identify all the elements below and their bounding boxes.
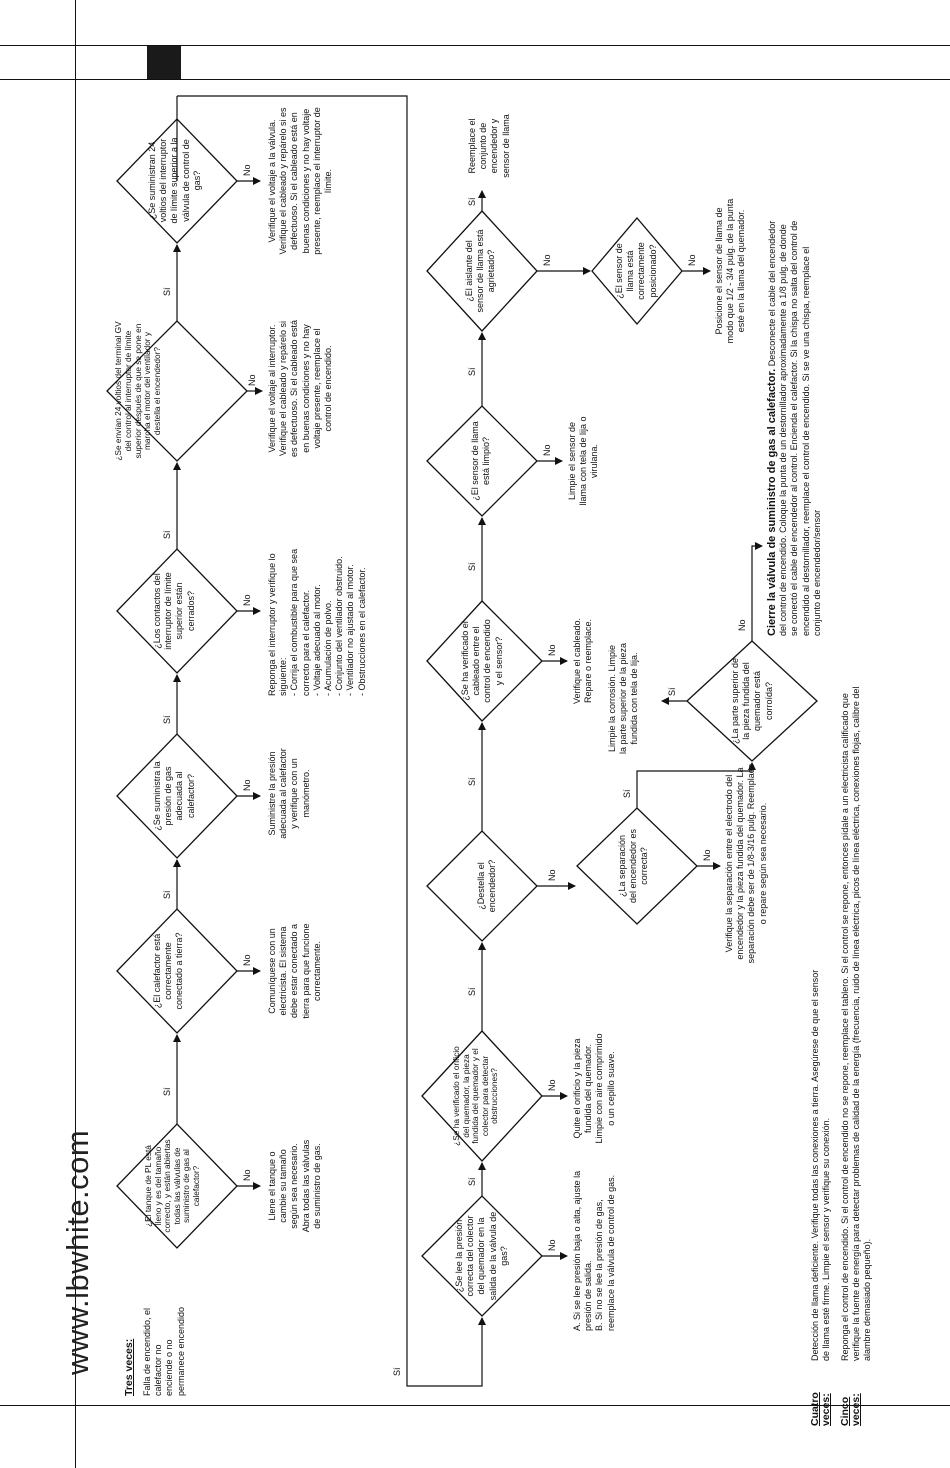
yes-label: Sí	[467, 367, 477, 376]
action-r1-5: Verifique el voltaje al interruptor. Ver…	[267, 319, 334, 458]
website-url: www.lbwhite.com	[60, 1129, 95, 1375]
action-r1-4: Reponga el interruptor y verifique lo si…	[267, 548, 367, 696]
diamond-corrosion	[686, 640, 818, 762]
yes-label: Sí	[162, 287, 172, 296]
no-label: No	[247, 374, 257, 386]
sensor-position-question: ¿El sensor de llama está correctamente p…	[614, 242, 658, 300]
sensor-position-action: Posicione el sensor de llama de modo que…	[714, 198, 747, 344]
yes-label: Sí	[467, 987, 477, 996]
yes-label: Sí	[467, 197, 477, 206]
question-r1-6: ¿Se suministran 24 voltios del interrupt…	[147, 137, 202, 224]
left-margin-rule	[75, 0, 76, 1468]
yes-label: Sí	[162, 715, 172, 724]
question-r2-4: ¿Se ha verificado el cableado entre el c…	[460, 619, 504, 703]
question-r2-6: ¿El aislante del sensor de llama está ag…	[464, 229, 497, 313]
action-r2-2: Quite el orificio y la pieza fundida del…	[572, 1033, 616, 1144]
close-valve-block: Cierre la válvula de suministro de gas a…	[766, 216, 823, 636]
three-times-heading: Tres veces:	[123, 1338, 135, 1396]
no-label: No	[242, 1169, 252, 1181]
no-label: No	[542, 254, 552, 266]
no-label: No	[547, 1079, 557, 1091]
question-r2-1: ¿Se lee la presión correcta del colector…	[454, 1211, 509, 1301]
action-r2-6: Reemplace el conjunto de encendedor y se…	[467, 114, 511, 178]
yes-label: Sí	[467, 1177, 477, 1186]
yes-label: Sí	[467, 777, 477, 786]
yes-label: Sí	[622, 789, 632, 798]
action-r2-4: Verifique el cableado. Repare o reemplac…	[572, 617, 594, 705]
no-label: No	[242, 779, 252, 791]
troubleshooting-flowchart: Tres veces: Falla de encendido, el calef…	[92, 86, 873, 1426]
no-label: No	[737, 619, 747, 631]
question-r2-5: ¿El sensor de llama está limpio?	[470, 421, 492, 501]
yes-label: Sí	[667, 687, 677, 696]
no-label: No	[702, 849, 712, 861]
header-rule	[0, 79, 950, 80]
top-rule	[0, 45, 950, 46]
no-label: No	[547, 644, 557, 656]
five-times-heading: Cinco veces:	[839, 1393, 863, 1426]
question-r1-2: ¿El calefactor está correctamente conect…	[152, 932, 185, 1010]
no-label: No	[542, 444, 552, 456]
no-label: No	[242, 594, 252, 606]
four-times-text: Detección de llama deficiente. Verifique…	[810, 969, 832, 1361]
yes-label: Sí	[162, 1087, 172, 1096]
action-r1-1: Llene el tanque o cambie su tamaño según…	[267, 1139, 322, 1233]
three-times-intro: Falla de encendido, el calefactor no enc…	[142, 1306, 186, 1396]
no-label: No	[547, 1239, 557, 1251]
flowchart-connectors	[106, 95, 818, 1387]
action-r2-1: A. Si se lee presión baja o alta, ajuste…	[572, 1170, 616, 1331]
action-r1-2: Comuníquese con un electricista. El sist…	[267, 923, 322, 1019]
yes-label: Sí	[392, 1367, 402, 1376]
no-label: No	[242, 164, 252, 176]
four-times-heading: Cuatro veces:	[809, 1392, 833, 1426]
question-r1-1: ¿El tanque de PL está lleno y es del tam…	[143, 1139, 201, 1233]
action-r1-6: Verifique el voltaje a la válvula. Verif…	[267, 107, 334, 255]
question-r2-3: ¿Destella el encendedor?	[476, 859, 498, 913]
corrosion-action: Limpie la corrosión. Limpie la parte sup…	[607, 642, 640, 755]
corrosion-question: ¿La parte superior de la pieza fundida d…	[730, 657, 774, 745]
page-tab-marker	[147, 46, 181, 79]
yes-label: Sí	[467, 562, 477, 571]
action-r1-3: Suministre la presión adecuada al calefa…	[267, 748, 311, 839]
bottom-rule	[0, 1405, 950, 1406]
gap-question: ¿La separación del encendedor es correct…	[617, 828, 650, 904]
no-label: No	[547, 869, 557, 881]
close-valve-title: Cierre la válvula de suministro de gas a…	[766, 368, 778, 636]
gap-action: Verifique la separación entre el electro…	[724, 763, 768, 964]
question-r2-2: ¿Se ha verificado el orificio del quemad…	[451, 1046, 500, 1146]
question-r1-4: ¿Los contactos del interruptor de límite…	[152, 572, 196, 650]
yes-label: Sí	[162, 890, 172, 899]
action-r2-5: Limpie el sensor de llama con tela de li…	[567, 416, 600, 506]
no-label: No	[242, 954, 252, 966]
question-r1-5: ¿Se envían 24 voltios del terminal GV de…	[113, 321, 163, 461]
five-times-text: Reponga el control de encendido. Si el c…	[840, 686, 873, 1361]
yes-label: Sí	[162, 530, 172, 539]
question-r1-3: ¿Se suministra la presión de gas adecuad…	[152, 761, 196, 831]
no-label: No	[687, 254, 697, 266]
